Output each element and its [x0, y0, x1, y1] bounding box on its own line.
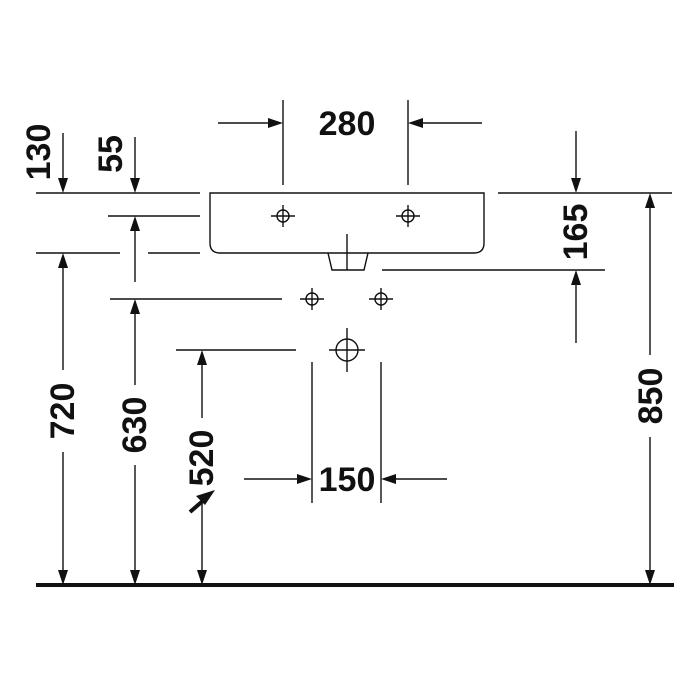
- supply-connection-right-icon: [369, 288, 393, 310]
- dim-720-lines: [58, 253, 68, 585]
- dim-720-label: 720: [44, 383, 82, 440]
- basin-outline: [209, 192, 485, 254]
- dim-850-label: 850: [632, 368, 670, 425]
- dim-520-lines: [197, 350, 207, 585]
- dim-165-lines: [571, 131, 581, 343]
- dim-130-label: 130: [20, 124, 58, 181]
- dim-630-label: 630: [116, 397, 154, 454]
- dim-130-lines: [58, 133, 68, 193]
- dim-280-label: 280: [319, 105, 376, 143]
- dim-630-lines: [130, 299, 140, 585]
- waste-outlet-icon: [329, 328, 365, 372]
- tap-hole-left-icon: [271, 205, 295, 227]
- tap-hole-right-icon: [396, 205, 420, 227]
- dim-520-label: 520: [183, 430, 221, 487]
- pointer-arrow-icon: [188, 490, 215, 514]
- dim-165-label: 165: [557, 204, 595, 261]
- dim-55-lines: [130, 137, 140, 282]
- dim-150-lines: [244, 362, 447, 503]
- dim-850-lines: [645, 193, 655, 585]
- dim-150-label: 150: [319, 461, 376, 499]
- supply-connection-left-icon: [300, 288, 324, 310]
- dim-280-lines: [218, 100, 482, 185]
- dim-55-label: 55: [92, 135, 130, 173]
- basin-drain-outlet: [327, 252, 369, 271]
